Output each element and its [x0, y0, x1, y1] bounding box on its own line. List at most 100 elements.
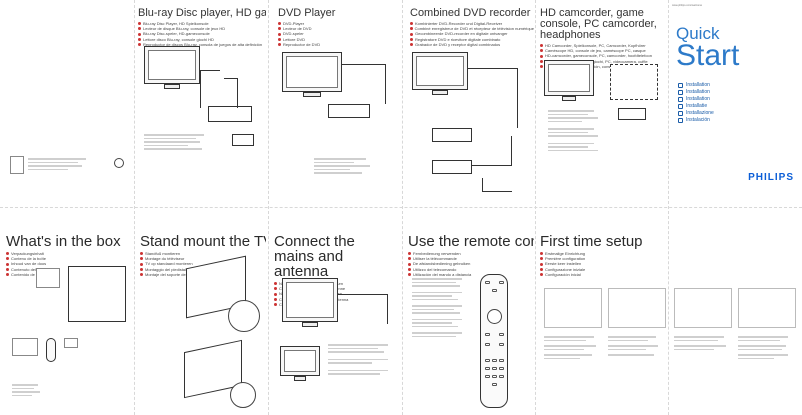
remote-illustration [46, 338, 56, 362]
fold-line [268, 0, 269, 415]
cover-language-list: Installation Installation Installation I… [678, 82, 800, 124]
instruction-text [412, 276, 468, 339]
setup-step-screen [608, 288, 666, 328]
camcorder-illustration [618, 108, 646, 120]
scart-cable [472, 136, 512, 166]
bullet-item: Inhoud van de doos [6, 261, 132, 266]
panel-first-setup: First time setup Erstmalige Einrichtung … [540, 234, 800, 412]
language-flag-icon [678, 118, 683, 124]
panel-title: HD camcorder, game console, PC camcorder… [540, 8, 657, 41]
stand-illustration [12, 338, 38, 356]
panel-title: What's in the box [6, 234, 121, 250]
cable-illustration [64, 338, 78, 348]
bullet-item: DVD-Player [278, 21, 400, 26]
instruction-text [548, 108, 604, 153]
bullet-item: Videocamera HD, console giochi, PC, vide… [540, 59, 666, 64]
antenna-cable [482, 178, 512, 192]
cover-url: www.philips.com/welcome [672, 4, 703, 7]
side-connector-panel [610, 64, 658, 100]
language-bullets: Verpackungsinhalt Contenu de la boîte In… [6, 251, 132, 277]
instruction-text [314, 156, 390, 176]
bullet-item: Lettore DVD [278, 37, 400, 42]
fold-line [535, 0, 536, 415]
panel-title: First time setup [540, 234, 643, 250]
panel-box-contents: What's in the box Verpackungsinhalt Cont… [6, 234, 132, 412]
panel-dvd: DVD Player DVD-Player Lecteur de DVD DVD… [278, 8, 400, 204]
setup-step-screen [674, 288, 732, 328]
digital-receiver-illustration [432, 160, 472, 174]
navigation-pad [487, 309, 502, 324]
bullet-item: Gecombineerde DVD-recorder en digitale o… [410, 31, 534, 36]
tv-illustration [280, 346, 320, 381]
bullet-item: Grabador de DVD y receptor digital combi… [410, 42, 534, 47]
fold-line [402, 0, 403, 415]
bullet-item: Blu-ray Disc Player, HD Spielkonsole [138, 21, 266, 26]
antenna-cable [338, 294, 388, 324]
language-item: Installatie [678, 103, 800, 110]
logo-icon [114, 158, 124, 168]
tv-illustration [282, 52, 342, 97]
scart-cable [342, 64, 386, 104]
panel-title: Use the remote control [408, 234, 534, 250]
cover-title-start: Start [676, 39, 740, 73]
setup-step-screen [544, 288, 602, 328]
bullet-item: Lettore disco Blu-ray, console giochi HD [138, 37, 266, 42]
language-bullets: DVD-Player Lecteur de DVD DVD-speler Let… [278, 21, 400, 47]
panel-connect-mains: Connect the mains and antenna Netzkabel … [274, 234, 400, 412]
panel-remote-control: Use the remote control Fernbedienung ver… [408, 234, 534, 412]
bullet-item: Kombinierter DVD-Recorder und Digital-Re… [410, 21, 534, 26]
bullet-item: Montage du téléviseur [140, 256, 266, 261]
bullet-item: Contenido de la caja [6, 272, 132, 277]
language-flag-icon [678, 104, 683, 110]
bullet-item: Combiné enregistreur de DVD et récepteur… [410, 26, 534, 31]
instruction-text [328, 342, 394, 377]
bullet-item: Contenu de la boîte [6, 256, 132, 261]
bullet-item: Lecteur de DVD [278, 26, 400, 31]
tv-illustration [412, 52, 468, 95]
recycle-logo-icon [10, 156, 24, 174]
cover-panel: www.philips.com/welcome Quick Start Inst… [672, 4, 800, 204]
panel-title: Combined DVD recorder and Digital receiv… [410, 8, 534, 19]
bullet-item: DVD-speler [278, 31, 400, 36]
brand-logo: PHILIPS [748, 172, 794, 183]
bullet-item: Configurazione iniziale [540, 267, 800, 272]
bullet-item: Blu-ray Disc-speler, HD-gameconsole [138, 31, 266, 36]
legal-text [28, 156, 88, 172]
manual-illustration [36, 268, 60, 288]
panel-stand-mount: Stand mount the TV Standfuß montieren Mo… [140, 234, 266, 412]
bullet-item: Montaje del soporte del televisor [140, 272, 266, 277]
language-bullets: Fernbedienung verwenden Utiliser la télé… [408, 251, 534, 277]
bullet-item: Montaggio del piedistallo e televisore [140, 267, 266, 272]
parts-list [12, 382, 52, 398]
bullet-item: Caméscope HD, console de jeu, caméscope … [540, 48, 666, 53]
language-item: Installazione [678, 110, 800, 117]
panel-title: Connect the mains and antenna [274, 234, 355, 280]
bullet-item: Erstmalige Einrichtung [540, 251, 800, 256]
bullet-item: TV op standaard monteren [140, 261, 266, 266]
setup-step-text [674, 334, 732, 352]
detail-zoom-circle [228, 300, 260, 332]
bullet-item: Fernbedienung verwenden [408, 251, 534, 256]
bullet-item: Lecteur de disque Blu-ray, console de je… [138, 26, 266, 31]
instruction-text [144, 132, 208, 152]
bullet-item: Standfuß montieren [140, 251, 266, 256]
language-bullets: Standfuß montieren Montage du téléviseur… [140, 251, 266, 277]
language-bullets: Blu-ray Disc Player, HD Spielkonsole Lec… [138, 21, 266, 47]
dvd-player-illustration [328, 104, 370, 118]
bullet-item: De afstandsbediening gebruiken [408, 261, 534, 266]
back-cover-info [6, 150, 130, 204]
antenna-cable [468, 68, 518, 128]
dvd-recorder-illustration [432, 128, 472, 142]
bullet-item: Reproductor de discos Blu-ray, consola d… [138, 42, 266, 47]
bullet-item: Verpackungsinhalt [6, 251, 132, 256]
bullet-item: Reproductor de DVD [278, 42, 400, 47]
detail-zoom-circle [230, 382, 256, 408]
language-flag-icon [678, 83, 683, 89]
panel-title: Stand mount the TV [140, 234, 266, 250]
language-item: Instalación [678, 117, 800, 124]
cover-title-quick: Quick [676, 24, 720, 44]
tv-illustration [282, 278, 338, 327]
game-console-illustration [232, 134, 254, 146]
language-item: Installation [678, 89, 800, 96]
